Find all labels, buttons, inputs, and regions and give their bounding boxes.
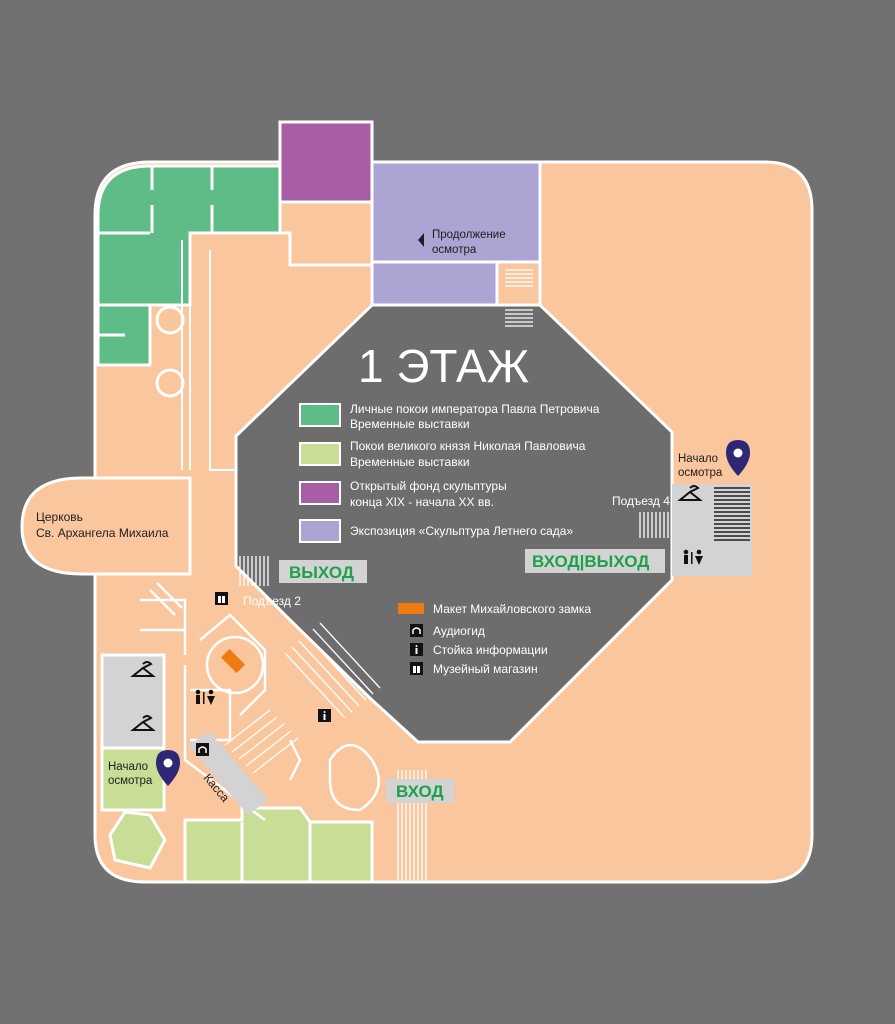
diagonal-stairs	[284, 622, 381, 719]
audioguide-icon	[196, 743, 209, 756]
legend-swatch	[299, 403, 341, 427]
model-marker	[220, 648, 246, 674]
start-label: осмотра	[108, 775, 153, 787]
entrance-sign: ВХОД	[386, 779, 454, 803]
start-pin-east	[726, 440, 750, 476]
diagonal-stairs-2	[224, 709, 299, 774]
entrance-4-label: Подъезд 4	[612, 494, 670, 508]
legend-item-sculpture-fund: Открытый фонд скульптуры конца XIX - нач…	[299, 479, 507, 509]
west-interior-walls	[140, 582, 380, 821]
audioguide-icon	[410, 624, 423, 637]
sculpture-fund-room	[278, 120, 374, 204]
central-courtyard	[234, 303, 674, 744]
spiral-stair	[155, 368, 185, 398]
church-label: Св. Архангела Михаила	[36, 526, 169, 540]
legend-line1: Покои великого князя Николая Павловича	[350, 439, 586, 453]
hanger-icon	[130, 715, 156, 731]
legend-line2: Временные выставки	[350, 455, 470, 469]
entrance-exit-sign: ВХОД|ВЫХОД	[525, 549, 665, 573]
corridor-wall	[181, 240, 191, 470]
hanger-icon	[677, 485, 703, 501]
start-label: осмотра	[678, 467, 723, 479]
legend-item-summer-garden: Экспозиция «Скульптура Летнего сада»	[299, 519, 573, 543]
legend-line1: Личные покои императора Павла Петровича	[350, 402, 600, 416]
legend-line1: Экспозиция «Скульптура Летнего сада»	[350, 524, 573, 538]
legend: Личные покои императора Павла Петровича …	[299, 402, 600, 543]
gift-icon	[215, 592, 228, 605]
corridor-wall	[190, 231, 372, 267]
start-label: Начало	[108, 761, 148, 773]
stair-lines-north	[505, 269, 533, 287]
service-label: Стойка информации	[433, 643, 548, 657]
legend-item-grand-duke: Покои великого князя Николая Павловича В…	[299, 439, 586, 469]
legend-swatch	[299, 519, 341, 543]
service-label: Музейный магазин	[433, 662, 538, 676]
legend-line1: Открытый фонд скульптуры	[350, 479, 507, 493]
wc-icon	[195, 689, 215, 705]
stair-lines-north-2	[505, 309, 533, 327]
wc-icon	[683, 549, 703, 565]
gift-icon	[410, 662, 423, 675]
info-icon	[410, 643, 423, 656]
summer-garden-rooms	[370, 160, 542, 307]
legend-line2: Временные выставки	[350, 417, 470, 431]
model-marker-icon	[398, 603, 424, 614]
spiral-stair	[155, 305, 185, 335]
church-apse	[20, 476, 192, 576]
church-label: Церковь	[36, 510, 83, 524]
service-label: Аудиогид	[433, 624, 485, 638]
entrance-exit-sign-text: ВХОД|ВЫХОД	[532, 552, 649, 571]
floor-title: 1 ЭТАЖ	[358, 340, 529, 392]
continuation-label: Продолжение	[432, 229, 506, 241]
start-label: Начало	[678, 453, 718, 465]
exit-sign-text: ВЫХОД	[289, 563, 354, 582]
exit-sign: ВЫХОД	[279, 560, 367, 583]
legend-item-emperor: Личные покои императора Павла Петровича …	[299, 402, 600, 431]
continuation-label: осмотра	[432, 244, 477, 256]
legend-line2: конца XIX - начала XX вв.	[350, 495, 494, 509]
hanger-icon	[130, 661, 156, 677]
stair-lines-east	[714, 487, 750, 541]
corridor-wall	[209, 250, 236, 471]
entrance-2-label: Подъезд 2	[243, 594, 301, 608]
info-icon	[318, 709, 331, 722]
legend-swatch	[299, 481, 341, 505]
legend-swatch	[299, 442, 341, 466]
service-label: Макет Михайловского замка	[433, 602, 591, 616]
services-legend: Макет Михайловского замка Аудиогид Стойк…	[398, 602, 591, 676]
entrance-sign-text: ВХОД	[396, 782, 444, 801]
stair-lines-entrance2	[239, 556, 269, 586]
start-pin-west	[156, 750, 180, 786]
grand-duke-rooms	[108, 806, 374, 884]
arrow-left-icon	[418, 233, 424, 247]
stair-lines-entrance4	[639, 512, 669, 538]
